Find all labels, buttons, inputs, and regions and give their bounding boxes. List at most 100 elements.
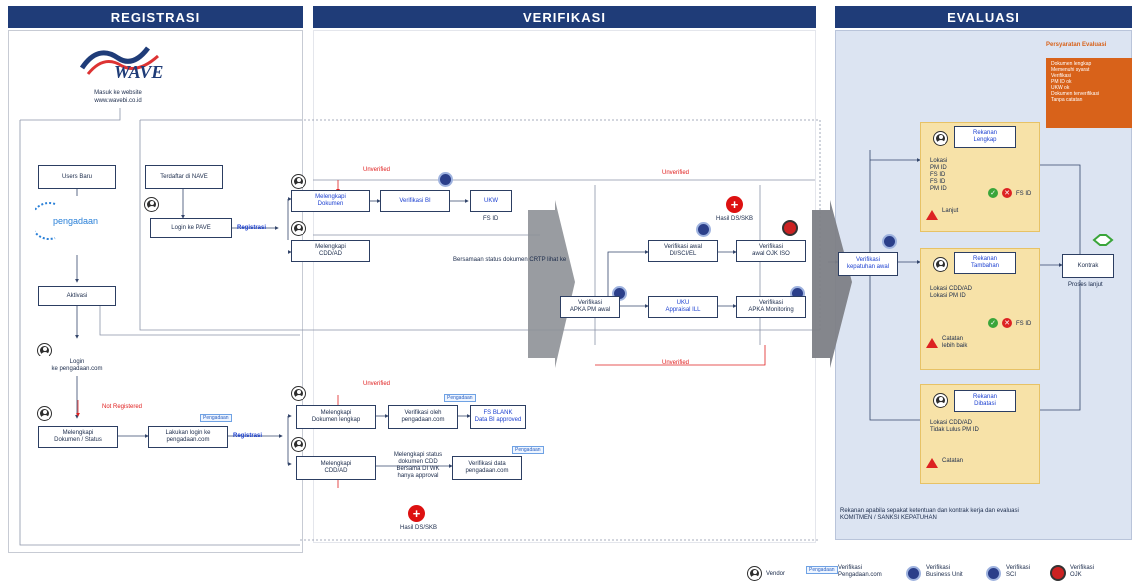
- rekanan-tambahan-label: Rekanan Tambahan: [970, 256, 1000, 269]
- melengkapi-dokumen-box[interactable]: Melengkapi Dokumen / Status: [38, 426, 118, 448]
- login-pengadaan-2-label: Lakukan login ke pengadaan.com: [165, 430, 211, 443]
- unverified-right-label: Unverified: [662, 170, 690, 176]
- uku-label: UKU Appraisal ILL: [665, 300, 701, 313]
- verifikasi-awal-box[interactable]: Verifikasi APKA PM awal: [560, 296, 620, 318]
- persyaratan-item: Dokumen terverifikasi: [1051, 91, 1100, 97]
- melengkapi-cdd2-label: Melengkapi CDD/AD: [320, 461, 352, 474]
- fs-blank-label: FS BLANK: [483, 410, 513, 416]
- fs-id-side-label: FS ID: [1016, 191, 1032, 197]
- verifikasi-ojk-box[interactable]: Verifikasi awal OJK ISO: [736, 240, 806, 262]
- vendor-person-icon: [38, 407, 51, 420]
- verifikasi-fs-box[interactable]: Verifikasi data pengadaan.com: [452, 456, 522, 480]
- sci-badge-icon: [696, 222, 711, 237]
- evaluasi-footnote: Rekanan apabila sepakat ketentuan dan ko…: [840, 508, 1019, 521]
- rekanan-lengkap-label: Rekanan Lengkap: [972, 130, 998, 143]
- legend-bi-icon: [906, 566, 921, 581]
- lanjut-label: Lanjut: [942, 208, 959, 214]
- verifikasi-ojk2-box[interactable]: Verifikasi APKA Monitoring: [736, 296, 806, 318]
- ojk-badge-icon: [782, 220, 798, 236]
- login-pave-box[interactable]: Login ke PAVE: [150, 218, 232, 238]
- users-baru-box[interactable]: Users Baru: [38, 165, 116, 189]
- rekanan-item: Lokasi: [930, 158, 948, 164]
- persyaratan-item: Verifikasi: [1051, 73, 1072, 79]
- rekanan-dibatasi-box[interactable]: Rekanan Dibatasi: [954, 390, 1016, 412]
- terdaftar-box[interactable]: Terdaftar di NAVE: [145, 165, 223, 189]
- verifikasi-fs-label: Verifikasi data pengadaan.com: [465, 461, 509, 474]
- registrasi-link-bottom[interactable]: Registrasi: [233, 433, 263, 439]
- red-cross-icon: +: [726, 196, 743, 213]
- verifikasi-awal-label: Verifikasi APKA PM awal: [569, 300, 611, 313]
- legend-sci-label: Verifikasi SCI: [1006, 565, 1031, 578]
- rekanan-item: FS ID: [930, 179, 946, 185]
- hasil-top-label: Hasil DS/SKB: [716, 216, 754, 222]
- logo-url[interactable]: www.wavebi.co.id: [94, 98, 142, 104]
- verifikasi-bi-box[interactable]: Verifikasi BI: [380, 190, 450, 212]
- users-baru-label: Users Baru: [61, 173, 92, 180]
- verifikasi-bi-label: Verifikasi BI: [399, 197, 431, 204]
- proses-label: Proses lanjut: [1068, 282, 1103, 288]
- melengkapi-bawah-label: Melengkapi Dokumen lengkap: [311, 410, 361, 423]
- registrasi-link-top[interactable]: Registrasi: [237, 225, 267, 231]
- header-registrasi: REGISTRASI: [8, 6, 303, 28]
- vendor-person-icon: [934, 258, 947, 271]
- fs-id-side-label: FS ID: [1016, 321, 1032, 327]
- pengadaan-tag: Pengadaan: [444, 394, 476, 402]
- statement-label: Bersamaan status dokumen CRTP lihat ke: [453, 257, 567, 263]
- persyaratan-item: Memenuhi syarat: [1051, 67, 1090, 73]
- melengkapi-cdd-box[interactable]: Melengkapi CDD/AD: [291, 240, 370, 262]
- melengkapi-bawah-box[interactable]: Melengkapi Dokumen lengkap: [296, 405, 376, 429]
- melengkapi-dokumen-box[interactable]: Melengkapi Dokumen: [291, 190, 370, 212]
- hasil-bottom-label: Hasil DS/SKB: [400, 525, 438, 531]
- aktivasi-label: Aktivasi: [66, 292, 88, 299]
- pengadaan-tag: Pengadaan: [200, 414, 232, 422]
- verifikasi-pengadaan-box[interactable]: Verifikasi oleh pengadaan.com: [388, 405, 458, 429]
- not-registered-label: Not Registered: [102, 404, 143, 410]
- bi-badge-icon: [882, 234, 897, 249]
- kontrak-box[interactable]: Kontrak: [1062, 254, 1114, 278]
- data-approved-label: Data BI approved: [474, 417, 522, 423]
- red-cross-icon: +: [408, 505, 425, 522]
- melengkapi-cdd2-box[interactable]: Melengkapi CDD/AD: [296, 456, 376, 480]
- legend-pengadaan-icon: Pengadaan: [806, 566, 838, 574]
- warning-icon: [926, 458, 938, 468]
- persyaratan-item: Tanpa catatan: [1051, 97, 1083, 103]
- svg-text:WAVE: WAVE: [114, 62, 163, 82]
- persyaratan-item: PM ID ok: [1051, 79, 1072, 85]
- melengkapi-cdd-label: Melengkapi CDD/AD: [315, 244, 346, 257]
- cross-icon: ✕: [1002, 318, 1012, 328]
- uku-box[interactable]: UKU Appraisal ILL: [648, 296, 718, 318]
- vendor-person-icon: [38, 344, 51, 357]
- check-icon: ✓: [988, 188, 998, 198]
- ukw-box[interactable]: UKW: [470, 190, 512, 212]
- rekanan-item: PM ID: [930, 186, 947, 192]
- verifikasi-kepatuhan-box[interactable]: Verifikasi kepatuhan awal: [838, 252, 898, 276]
- tambahan-item: Lokasi PM ID: [930, 293, 966, 299]
- cross-icon: ✕: [1002, 188, 1012, 198]
- dibatasi-item: Tidak Lulus PM ID: [930, 427, 979, 433]
- verifikasi-ubb-box[interactable]: Verifikasi awal DI/SCI/EL: [648, 240, 718, 262]
- rekanan-tambahan-box[interactable]: Rekanan Tambahan: [954, 252, 1016, 274]
- legend-ojk-label: Verifikasi OJK: [1070, 565, 1095, 578]
- terdaftar-label: Terdaftar di NAVE: [160, 173, 208, 180]
- rekanan-lengkap-box[interactable]: Rekanan Lengkap: [954, 126, 1016, 148]
- warning-icon: [926, 338, 938, 348]
- aktivasi-box[interactable]: Aktivasi: [38, 286, 116, 306]
- vendor-person-icon: [934, 394, 947, 407]
- persyaratan-item: Dokumen lengkap: [1051, 61, 1092, 67]
- logo-tagline: Masuk ke website: [94, 90, 142, 96]
- login-pengadaan-box[interactable]: Login ke pengadaan.com: [38, 356, 116, 376]
- unverified-mid-label: Unverified: [662, 360, 690, 366]
- rekanan-lengkap-list: Lokasi PM ID FS ID FS ID PM ID: [930, 158, 947, 193]
- dibatasi-list: Lokasi CDD/AD Tidak Lulus PM ID: [930, 420, 979, 434]
- verifikasi-ojk-label: Verifikasi awal OJK ISO: [752, 244, 790, 257]
- login-pengadaan-2-box[interactable]: Lakukan login ke pengadaan.com: [148, 426, 228, 448]
- fs-id-label: FS ID: [483, 216, 499, 222]
- persyaratan-item: UKW ok: [1051, 85, 1070, 91]
- rekanan-dibatasi-label: Rekanan Dibatasi: [972, 394, 998, 407]
- wave-logo: WAVE: [78, 40, 170, 84]
- statement2-label: Melengkapi status dokumen CDD Bersama DI…: [393, 452, 443, 479]
- vendor-person-icon: [292, 175, 305, 188]
- unverified-bottom-label: Unverified: [363, 381, 391, 387]
